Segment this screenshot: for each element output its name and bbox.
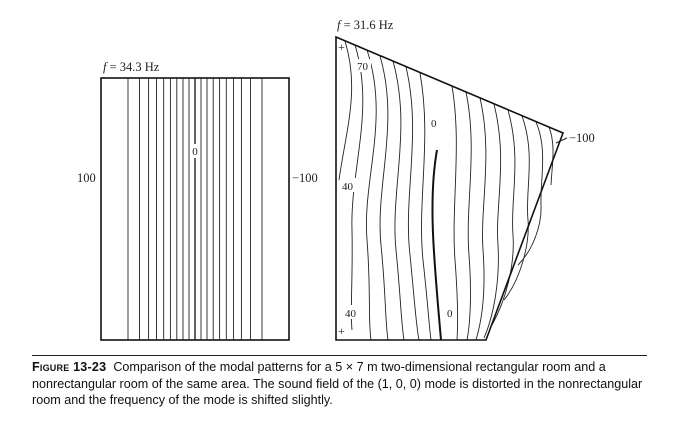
rect-zero-label: 0 — [192, 146, 198, 158]
modal-pattern-figure: 0 f = 34.3 Hz 100 −100 f = 31.6 Hz + + 7… — [77, 18, 595, 341]
figure-caption: Figure 13-23 Comparison of the modal pat… — [32, 359, 652, 409]
quad-bottom-plus-label: + — [338, 324, 345, 338]
label-40-upper-background — [340, 178, 356, 192]
quad-right-value-label: −100 — [569, 131, 595, 145]
minus-100-leader-line — [555, 137, 568, 144]
quad-contour-line-3 — [365, 49, 377, 341]
rect-right-value-label: −100 — [292, 171, 318, 185]
quad-contour-line-6 — [405, 66, 420, 341]
label-40-lower-background — [343, 305, 359, 319]
zero-nodal-line — [431, 149, 442, 341]
rectangular-room-diagram: 0 f = 34.3 Hz 100 −100 — [77, 60, 318, 341]
caption-text: Comparison of the modal patterns for a 5… — [32, 360, 643, 407]
quad-contour-line-7 — [419, 72, 432, 341]
nonrectangular-room-contour-lines — [338, 40, 554, 341]
quad-contour-line-11 — [483, 103, 502, 339]
quad-top-plus-label: + — [338, 40, 345, 54]
quad-contour-line-4 — [379, 55, 389, 341]
zero-label-background — [190, 144, 200, 158]
label-70-background — [355, 59, 371, 72]
nonrectangular-room-diagram: f = 31.6 Hz + + 70 40 40 0 0 −100 — [335, 18, 595, 341]
quad-contour-line-13 — [503, 115, 530, 301]
quad-label-0-lower: 0 — [447, 308, 453, 320]
rectangular-room-contour-lines — [127, 78, 263, 340]
quad-label-0-upper: 0 — [431, 118, 437, 130]
caption-figure-label: Figure 13-23 — [32, 360, 107, 374]
quad-contour-line-12 — [491, 109, 516, 326]
quad-label-70: 70 — [357, 61, 369, 73]
quad-contour-line-15 — [548, 126, 554, 186]
quad-label-40-lower: 40 — [345, 308, 357, 320]
caption-rule — [32, 355, 647, 356]
quad-contour-line-2 — [350, 44, 364, 331]
quad-contour-line-9 — [465, 91, 472, 341]
quad-frequency-label: f = 31.6 Hz — [337, 18, 394, 32]
quad-contour-line-5 — [392, 60, 405, 341]
quad-label-40-upper: 40 — [342, 181, 354, 193]
quad-contour-line-14 — [517, 121, 544, 266]
label-0-upper-background — [430, 115, 439, 129]
quad-contour-line-1 — [338, 40, 353, 181]
rect-left-value-label: 100 — [77, 171, 96, 185]
rect-frequency-label: f = 34.3 Hz — [103, 60, 160, 74]
quad-contour-line-8 — [451, 85, 459, 341]
nonrectangular-room-outline — [335, 35, 565, 341]
quad-contour-line-10 — [475, 97, 487, 341]
